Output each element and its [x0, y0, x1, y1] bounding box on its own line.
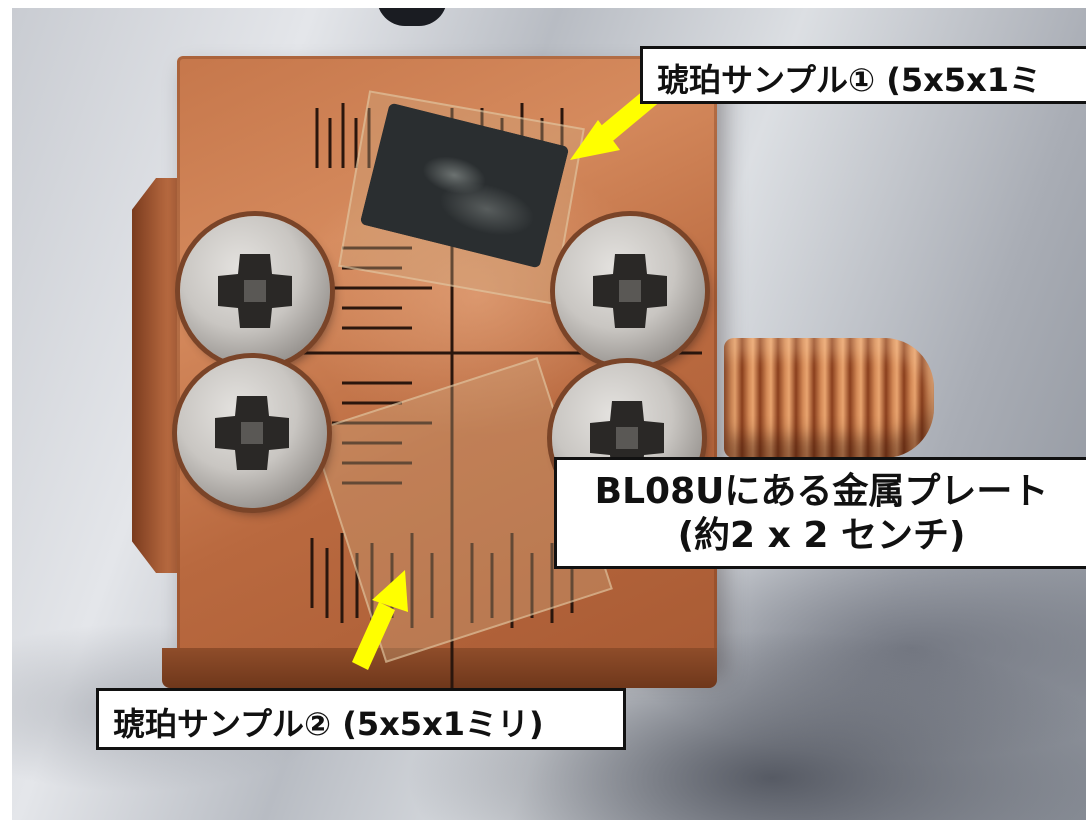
screw-top-left [180, 216, 330, 366]
sample-2-label: 琥珀サンプル② (5x5x1ミリ) [96, 688, 626, 750]
screw-top-right [555, 216, 705, 366]
screw-bottom-left [177, 358, 327, 508]
sample-1-text: 琥珀サンプル① (5x5x1ミ [657, 61, 1041, 99]
plate-label-line-1: BL08Uにある金属プレート [594, 471, 1049, 512]
plate-bottom-edge [162, 648, 717, 688]
photo [12, 8, 1086, 820]
plate-label: BL08Uにある金属プレート (約2 x 2 センチ) [554, 457, 1086, 569]
black-tape [377, 8, 447, 26]
plate-label-line-2: (約2 x 2 センチ) [677, 515, 966, 556]
sample-1-label: 琥珀サンプル① (5x5x1ミ [640, 46, 1086, 104]
sample-2-text: 琥珀サンプル② (5x5x1ミリ) [113, 705, 544, 743]
threaded-bolt [724, 338, 934, 458]
